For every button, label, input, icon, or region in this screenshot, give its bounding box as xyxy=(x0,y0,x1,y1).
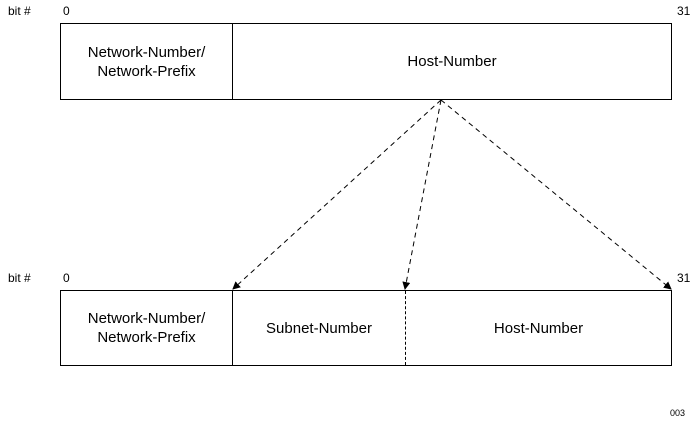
bottom-bit-label: bit # xyxy=(8,271,31,285)
top-field-divider xyxy=(232,24,233,99)
top-address-box: Network-Number/ Network-Prefix Host-Numb… xyxy=(60,23,672,100)
figure-id: 003 xyxy=(670,408,686,418)
bottom-subnet-divider xyxy=(405,291,406,365)
bottom-start-bit: 0 xyxy=(63,271,70,285)
bottom-address-box: Network-Number/ Network-Prefix Subnet-Nu… xyxy=(60,290,672,366)
top-bit-label: bit # xyxy=(8,4,31,18)
bottom-network-prefix-field: Network-Number/ Network-Prefix xyxy=(87,310,206,346)
bottom-subnet-number-field: Subnet-Number xyxy=(266,319,372,337)
top-start-bit: 0 xyxy=(63,4,70,18)
bottom-end-bit: 31 xyxy=(677,271,691,285)
top-end-bit: 31 xyxy=(677,4,691,18)
bottom-prefix-divider xyxy=(232,291,233,365)
top-host-number-field: Host-Number xyxy=(407,53,497,70)
top-network-prefix-field: Network-Number/ Network-Prefix xyxy=(87,43,206,80)
arrow-to-subnet-boundary xyxy=(402,99,442,290)
arrow-to-end-boundary xyxy=(440,99,672,290)
bottom-host-number-field: Host-Number xyxy=(493,319,584,337)
arrow-to-prefix-boundary xyxy=(232,99,442,290)
